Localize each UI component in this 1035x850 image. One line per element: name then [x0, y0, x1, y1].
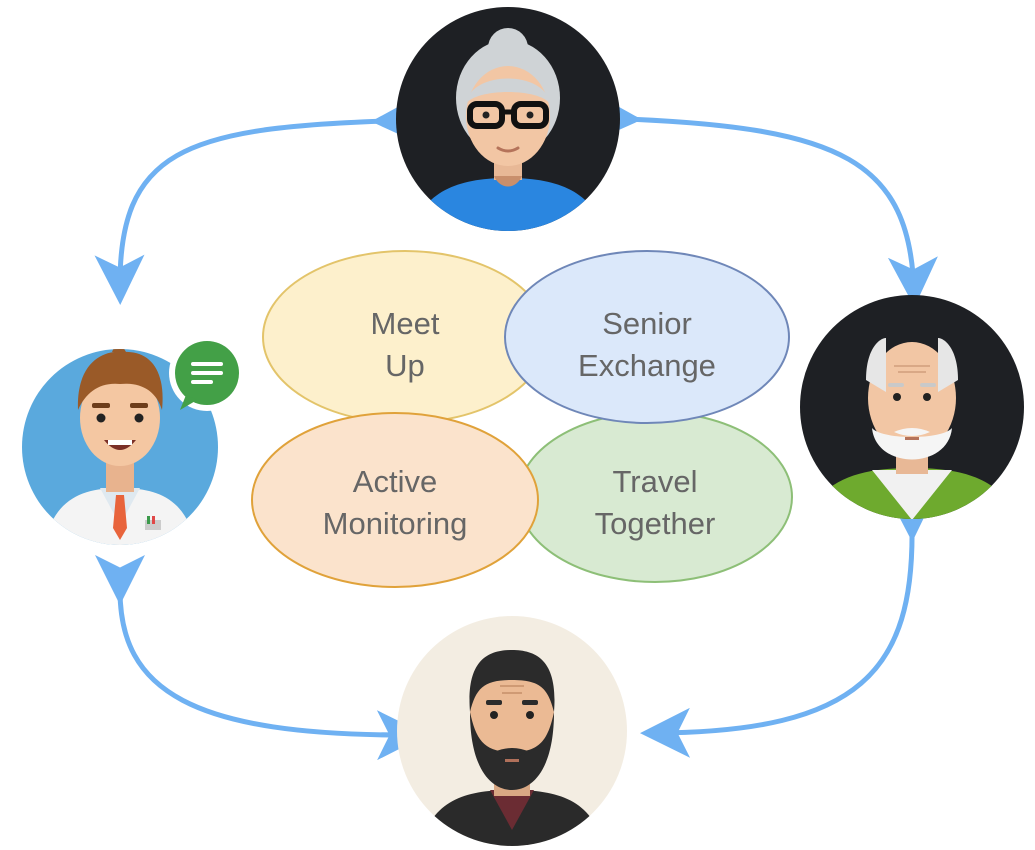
- meet-up-label-line2: Up: [385, 348, 425, 383]
- travel-together-bubble: Travel Together: [517, 411, 793, 583]
- active-monitoring-bubble: Active Monitoring: [251, 412, 539, 588]
- connection-arrows: [94, 92, 938, 761]
- meet-up-label-line1: Meet: [371, 306, 440, 341]
- meet-up-bubble: Meet Up: [262, 250, 548, 424]
- arrow-bottom-right: [640, 491, 937, 758]
- active-monitoring-label-line2: Monitoring: [323, 506, 468, 541]
- bearded-man-avatar: [397, 616, 627, 846]
- travel-together-label-line2: Together: [595, 506, 716, 541]
- arrow-top-left: [94, 94, 422, 305]
- arrow-top-right: [590, 92, 938, 307]
- senior-exchange-label-line2: Exchange: [578, 348, 716, 383]
- elderly-woman-avatar: [396, 7, 620, 231]
- travel-together-label-line1: Travel: [613, 464, 698, 499]
- elderly-man-avatar: [800, 295, 1024, 519]
- arrow-bottom-left: [94, 554, 427, 761]
- senior-exchange-label-line1: Senior: [602, 306, 692, 341]
- chat-bubble-icon: [169, 335, 245, 411]
- active-monitoring-label-line1: Active: [353, 464, 437, 499]
- senior-exchange-bubble: Senior Exchange: [504, 250, 790, 424]
